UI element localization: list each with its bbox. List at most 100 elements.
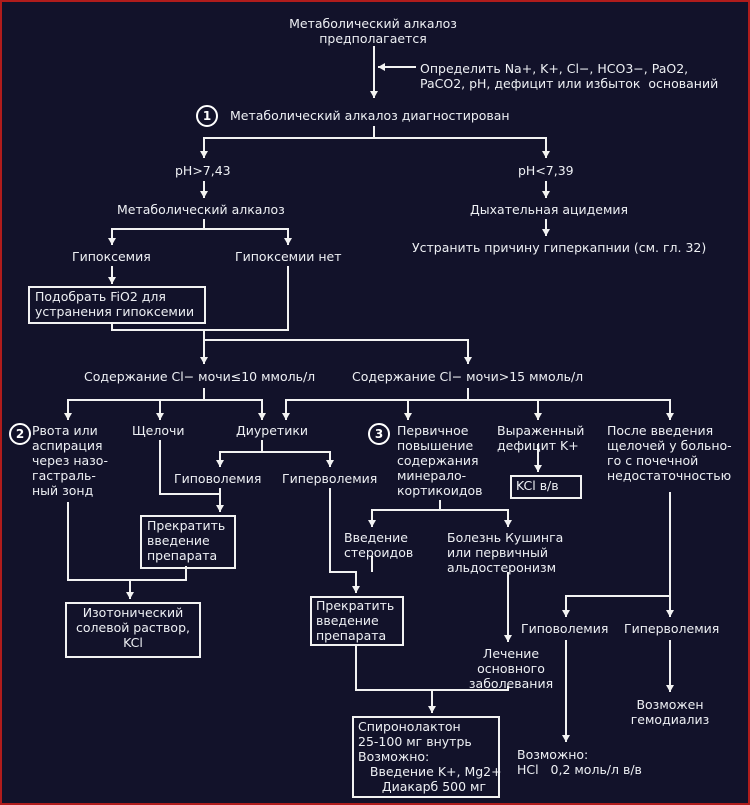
connector-alk-hypox-arrowhead bbox=[108, 238, 116, 245]
box-isotonic bbox=[65, 602, 201, 658]
connector-mineralo-cushing-arrowhead bbox=[504, 520, 512, 527]
connector-alk-nohypox bbox=[204, 228, 289, 245]
node-respiratory-acidemia: Дыхательная ацидемия bbox=[470, 202, 629, 217]
connector-diur-hypervol-arrowhead bbox=[326, 460, 334, 467]
box-fio2 bbox=[28, 286, 206, 324]
node-fix-hypercapnia: Устранить причину гиперкапнии (см. гл. 3… bbox=[412, 240, 707, 255]
connector-diur-hypovol-arrowhead bbox=[216, 460, 224, 467]
connector-alk-nohypox-arrowhead bbox=[284, 238, 292, 245]
connector-mineralo-cushing bbox=[440, 509, 509, 527]
connector-clhigh-mineralo bbox=[407, 399, 468, 420]
connector-clhigh-kdeficit bbox=[468, 399, 539, 420]
node-after-alkali: После введения щелочей у больно- го с по… bbox=[607, 423, 732, 483]
connector-resp-fix-arrowhead bbox=[542, 229, 550, 236]
node-vomit: Рвота или аспирация через назо- гастраль… bbox=[32, 423, 108, 498]
connector-treat-spiro bbox=[432, 686, 509, 691]
box-stop-drug-1 bbox=[140, 515, 236, 569]
connector-hypervol-stop2-arrowhead bbox=[352, 586, 360, 593]
connector-vomit-isotonic-arrowhead bbox=[126, 592, 134, 599]
connector-cllow-vomit bbox=[67, 388, 205, 420]
box-stop-drug-2 bbox=[310, 596, 404, 646]
connector-diagnosed-phhigh bbox=[203, 126, 375, 158]
connector-diagnosed-phlow bbox=[374, 137, 547, 158]
connector-clhigh-afteralkali-arrowhead bbox=[666, 413, 674, 420]
connector-diur-hypovol bbox=[219, 440, 263, 467]
connector-afteralkali-hypervol-arrowhead bbox=[666, 610, 674, 617]
marker-3: 3 bbox=[368, 423, 390, 445]
connector-to-cllow-arrowhead bbox=[200, 357, 208, 364]
connector-clhigh-mineralo-arrowhead bbox=[404, 413, 412, 420]
box-kcl-iv bbox=[510, 475, 582, 499]
node-hypoxemia: Гипоксемия bbox=[72, 249, 151, 264]
node-alkali: Щелочи bbox=[132, 423, 185, 438]
node-ph-low: pH<7,39 bbox=[518, 163, 574, 178]
connector-to-clhigh-arrowhead bbox=[464, 357, 472, 364]
connector-hypervol-dialysis-arrowhead bbox=[666, 685, 674, 692]
node-stop-drug-2: Прекратить введение препарата bbox=[316, 598, 395, 643]
node-diagnosed: Метаболический алкалоз диагностирован bbox=[230, 108, 510, 123]
node-diuretics: Диуретики bbox=[236, 423, 308, 438]
connector-clhigh-kdeficit-arrowhead bbox=[534, 413, 542, 420]
connector-cushing-treat-arrowhead bbox=[504, 635, 512, 642]
marker-1: 1 bbox=[196, 105, 218, 127]
connector-clhigh-diuretics bbox=[285, 388, 469, 420]
connector-alk-hypox bbox=[111, 219, 205, 245]
connector-fio2-merge bbox=[111, 266, 289, 331]
connector-cllow-alkali-arrowhead bbox=[156, 413, 164, 420]
connector-hypovol-stop1-arrowhead bbox=[216, 505, 224, 512]
node-steroids: Введение стероидов bbox=[344, 530, 414, 560]
node-dialysis: Возможен гемодиализ bbox=[630, 697, 710, 727]
node-metabolic-alkalosis: Метаболический алкалоз bbox=[117, 202, 285, 217]
connector-mineralo-steroids bbox=[371, 500, 441, 527]
node-kcl-iv: KCl в/в bbox=[516, 478, 559, 493]
connector-mineralo-steroids-arrowhead bbox=[368, 520, 376, 527]
connector-stop2-spiro-arrowhead bbox=[428, 706, 436, 713]
connector-hypovol-hcl-arrowhead bbox=[562, 735, 570, 742]
node-determine: Определить Na+, K+, Cl−, HCO3−, PaO2, Pa… bbox=[420, 61, 719, 91]
node-fio2: Подобрать FiO2 для устранения гипоксемии bbox=[35, 289, 195, 319]
node-start: Метаболический алкалоз предполагается bbox=[289, 16, 457, 46]
connector-alkali-merge bbox=[159, 440, 220, 495]
node-cl-low: Содержание Cl− мочи≤10 ммоль/л bbox=[84, 369, 316, 384]
connector-hypox-fio2-arrowhead bbox=[108, 277, 116, 284]
node-spironolactone: Спиронолактон 25-100 мг внутрь Возможно:… bbox=[358, 719, 502, 794]
connector-clhigh-afteralkali bbox=[468, 399, 671, 420]
node-hypovolemia-1: Гиповолемия bbox=[174, 471, 262, 486]
connector-diur-hypervol bbox=[262, 451, 331, 467]
connector-stop1-isotonic bbox=[130, 566, 187, 581]
connector-start-diagnosed-arrowhead bbox=[370, 91, 378, 98]
node-ph-high: pH>7,43 bbox=[175, 163, 231, 178]
connector-phhigh-alk-arrowhead bbox=[200, 191, 208, 198]
node-cushing: Болезнь Кушинга или первичный альдостеро… bbox=[447, 530, 564, 575]
connector-vomit-isotonic bbox=[67, 502, 131, 599]
node-treat-disease: Лечение основного заболевания bbox=[468, 646, 554, 691]
connector-stop2-spiro bbox=[355, 644, 433, 713]
connector-cllow-diuretics-arrowhead bbox=[258, 413, 266, 420]
connector-hypervol-stop2 bbox=[329, 488, 357, 593]
node-hcl: Возможно: HCl 0,2 моль/л в/в bbox=[517, 747, 642, 777]
connector-diagnosed-phlow-arrowhead bbox=[542, 151, 550, 158]
node-isotonic: Изотонический солевой раствор, KCl bbox=[76, 605, 190, 650]
connector-to-clhigh bbox=[204, 339, 469, 364]
node-k-deficit: Выраженный дефицит K+ bbox=[497, 423, 585, 453]
connector-phlow-resp-arrowhead bbox=[542, 191, 550, 198]
connector-determine-arrowhead bbox=[378, 63, 385, 71]
connector-cllow-diuretics bbox=[204, 399, 263, 420]
connector-kdeficit-kcl-arrowhead bbox=[534, 465, 542, 472]
connector-diagnosed-phhigh-arrowhead bbox=[200, 151, 208, 158]
connector-clhigh-diuretics-arrowhead bbox=[282, 413, 290, 420]
marker-2: 2 bbox=[9, 423, 31, 445]
node-hypovolemia-2: Гиповолемия bbox=[521, 621, 609, 636]
connector-afteralkali-hypovol bbox=[565, 492, 671, 617]
connector-afteralkali-hypovol-arrowhead bbox=[562, 610, 570, 617]
node-no-hypoxemia: Гипоксемии нет bbox=[235, 249, 342, 264]
node-stop-drug-1: Прекратить введение препарата bbox=[147, 518, 226, 563]
node-mineralocorticoids: Первичное повышение содержания минерало-… bbox=[397, 423, 483, 498]
connector-cllow-vomit-arrowhead bbox=[64, 413, 72, 420]
node-cl-high: Содержание Cl− мочи>15 ммоль/л bbox=[352, 369, 584, 384]
node-hypervolemia-2: Гиперволемия bbox=[624, 621, 720, 636]
node-hypervolemia-1: Гиперволемия bbox=[282, 471, 378, 486]
box-spironolactone bbox=[352, 716, 500, 798]
connector-cllow-alkali bbox=[159, 399, 204, 420]
